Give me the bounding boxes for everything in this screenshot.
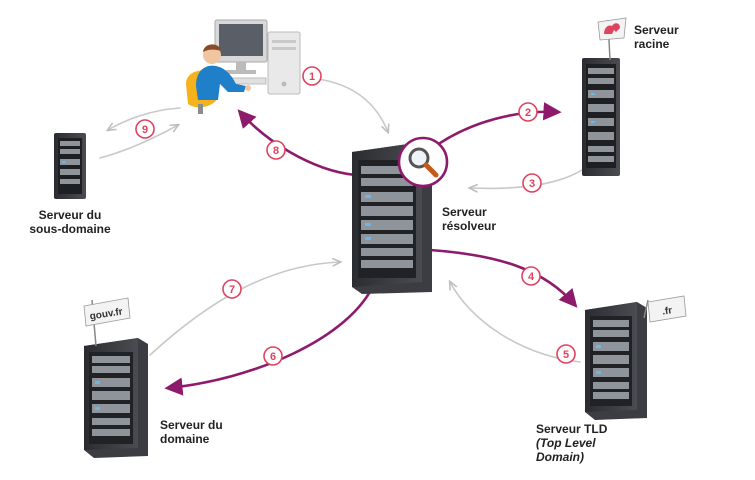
tld-server-label-line2: (Top Level (536, 436, 596, 450)
step-badge-1: 1 (302, 66, 322, 86)
root-server-icon (582, 58, 620, 176)
arrow-step-1 (309, 77, 388, 132)
step-badge-5: 5 (556, 344, 576, 364)
subdomain-server-label-line1: Serveur du (38, 208, 102, 222)
step-badge-9: 9 (135, 119, 155, 139)
arrow-step-2 (428, 102, 562, 152)
resolver-server-label: Serveur résolveur (442, 205, 496, 233)
magnifier-icon (397, 136, 449, 188)
root-server-flag (597, 17, 627, 61)
tld-server-label-line1: Serveur TLD (536, 422, 608, 436)
domain-flag-label: gouv.fr (89, 306, 124, 322)
user-computer-icon (186, 19, 301, 114)
step-number: 9 (142, 124, 148, 136)
arrow-step-7 (149, 262, 340, 356)
domain-server-label-line2: domaine (160, 432, 210, 446)
step-number: 5 (563, 349, 569, 361)
arrow-step-9-top (108, 107, 181, 130)
step-number: 4 (528, 271, 535, 283)
tld-server-flag: .fr (643, 295, 687, 323)
subdomain-server-icon (54, 133, 86, 199)
step-badge-2: 2 (518, 102, 538, 122)
domain-server-label: Serveur du domaine (160, 418, 223, 446)
arrow-step-9-bottom (99, 125, 178, 159)
step-number: 7 (229, 284, 235, 296)
resolver-server-label-line2: résolveur (442, 219, 497, 233)
arrows (99, 77, 586, 396)
subdomain-server-label-line2: sous-domaine (29, 222, 111, 236)
domain-server-label-line1: Serveur du (160, 418, 223, 432)
root-server-label-line2: racine (634, 37, 670, 51)
step-number: 6 (270, 351, 276, 363)
tld-server-label-line3: Domain) (536, 450, 584, 464)
step-badge-4: 4 (521, 266, 541, 286)
step-number: 1 (309, 71, 315, 83)
step-number: 2 (525, 107, 531, 119)
root-server-label: Serveur racine (634, 23, 679, 51)
tld-server-icon (585, 302, 647, 420)
domain-server-icon (84, 338, 148, 458)
step-badges: 1 2 3 4 5 6 7 8 9 (135, 66, 576, 366)
root-server-label-line1: Serveur (634, 23, 679, 37)
domain-server-flag: gouv.fr (83, 297, 131, 347)
tld-server-label: Serveur TLD (Top Level Domain) (536, 422, 607, 464)
subdomain-server-label: Serveur du sous-domaine (22, 208, 118, 236)
step-badge-7: 7 (222, 279, 242, 299)
step-badge-6: 6 (263, 346, 283, 366)
resolver-server-label-line1: Serveur (442, 205, 487, 219)
flexed-arm-icon (604, 23, 620, 34)
arrow-step-8 (237, 109, 357, 177)
step-badge-3: 3 (522, 173, 542, 193)
arrow-step-6 (164, 280, 377, 396)
arrow-step-4 (428, 248, 578, 308)
tld-flag-label: .fr (661, 305, 673, 317)
step-badge-8: 8 (266, 140, 286, 160)
step-number: 3 (529, 178, 535, 190)
step-number: 8 (273, 145, 279, 157)
